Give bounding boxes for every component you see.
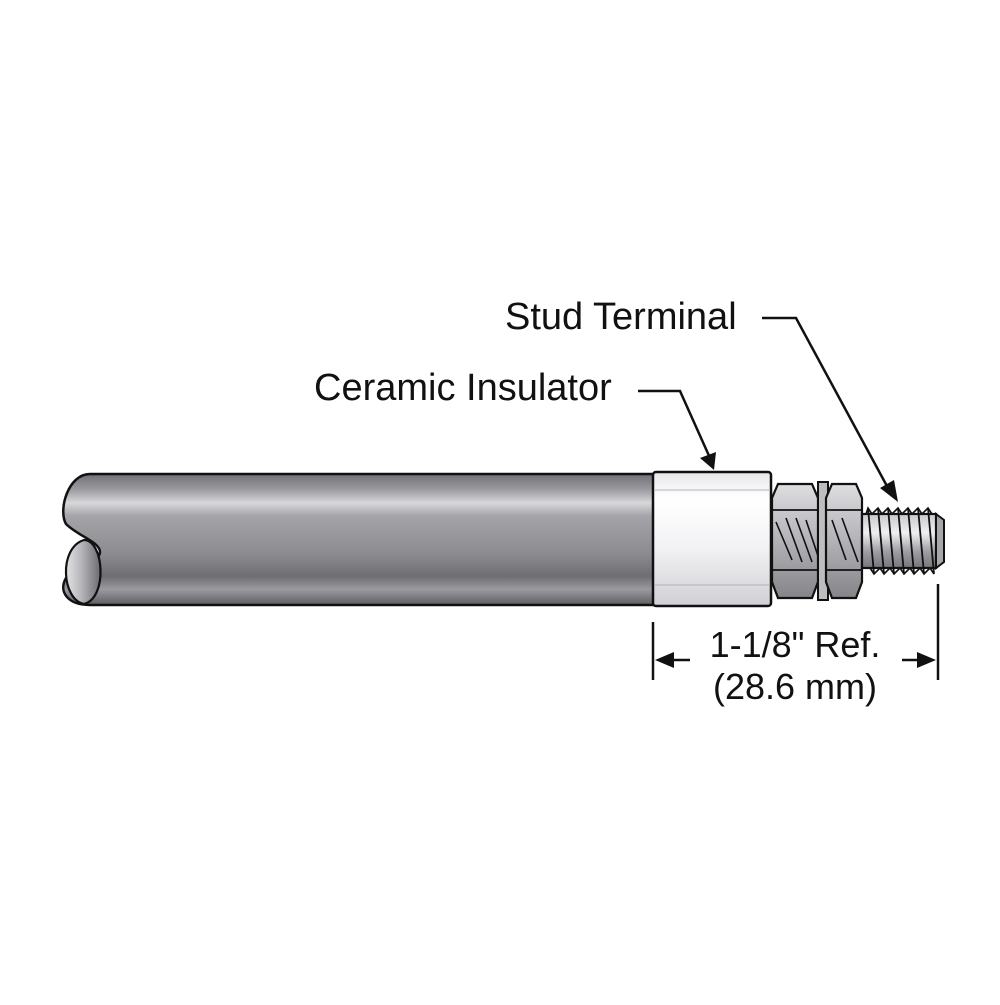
ceramic-leader-arrow [700, 452, 716, 470]
dimension-arrow-left [655, 652, 674, 668]
ceramic-leader-line [638, 389, 712, 459]
sheath-end-cap [64, 538, 102, 606]
dimension-arrow-right [917, 652, 936, 668]
dimension-imperial: 1-1/8" Ref. [709, 624, 881, 665]
ceramic-insulator-label: Ceramic Insulator [314, 367, 612, 409]
stud-terminal-label: Stud Terminal [505, 296, 737, 338]
ceramic-insulator [651, 470, 773, 608]
dimension-metric: (28.6 mm) [712, 666, 878, 707]
dimension-label: 1-1/8" Ref. (28.6 mm) [650, 624, 940, 708]
leader-lines [638, 316, 890, 489]
stud-leader-line [762, 316, 890, 489]
sheath-tube [62, 472, 657, 607]
threaded-stud [860, 506, 945, 576]
terminal-nuts [770, 481, 864, 601]
stud-leader-arrow [880, 480, 898, 502]
